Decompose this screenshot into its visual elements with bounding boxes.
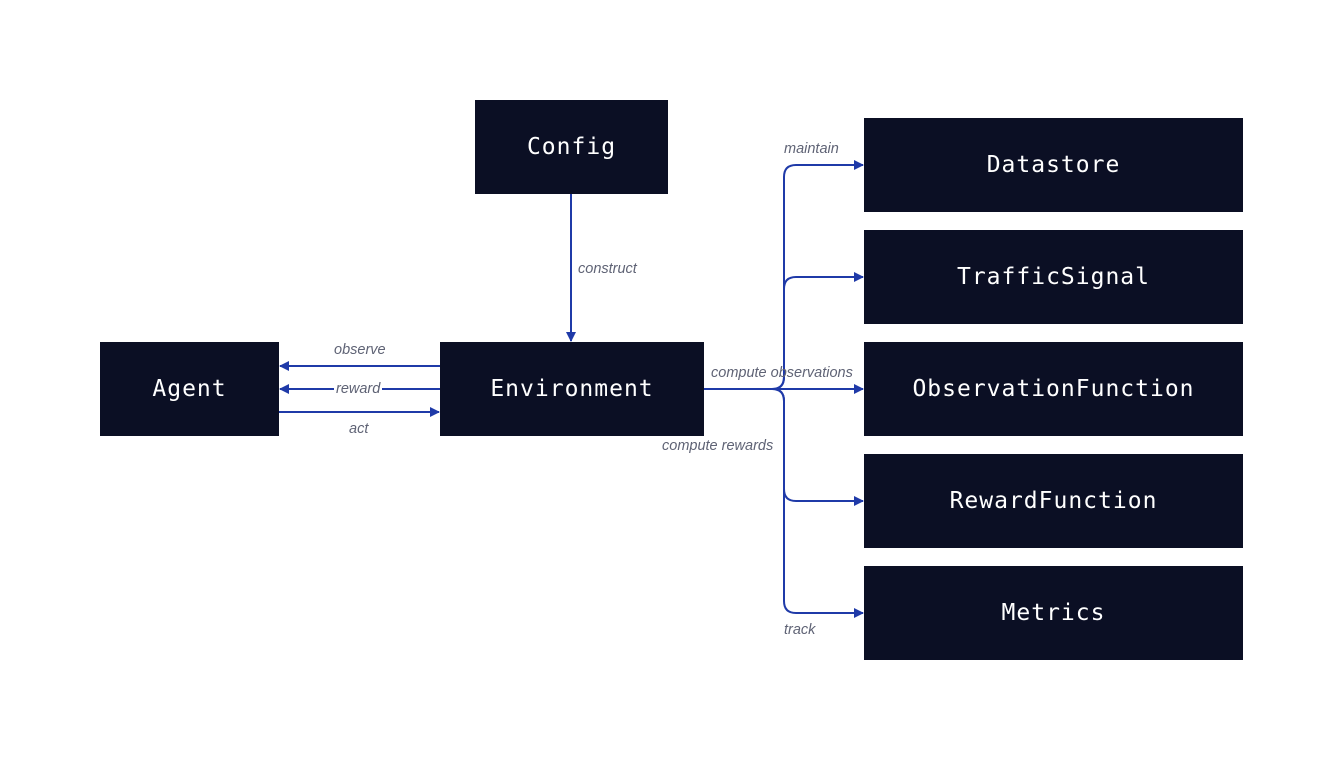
label-track: track [784, 622, 816, 638]
edge-traffic-signal [771, 272, 864, 390]
node-reward-function: RewardFunction [864, 454, 1243, 548]
node-observation-function: ObservationFunction [864, 342, 1243, 436]
label-observe: observe [334, 342, 386, 358]
node-config: Config [475, 100, 668, 194]
edge-compute-rewards [771, 388, 864, 506]
edge-track [771, 388, 864, 618]
node-traffic-signal: TrafficSignal [864, 230, 1243, 324]
label-construct: construct [578, 261, 637, 277]
node-environment: Environment [440, 342, 704, 436]
label-act: act [349, 421, 369, 437]
label-reward: reward [334, 381, 383, 397]
label-maintain: maintain [784, 141, 839, 157]
node-metrics: Metrics [864, 566, 1243, 660]
node-agent: Agent [100, 342, 279, 436]
label-compute-observations: compute observations [711, 365, 853, 381]
node-datastore: Datastore [864, 118, 1243, 212]
label-compute-rewards: compute rewards [662, 438, 774, 454]
